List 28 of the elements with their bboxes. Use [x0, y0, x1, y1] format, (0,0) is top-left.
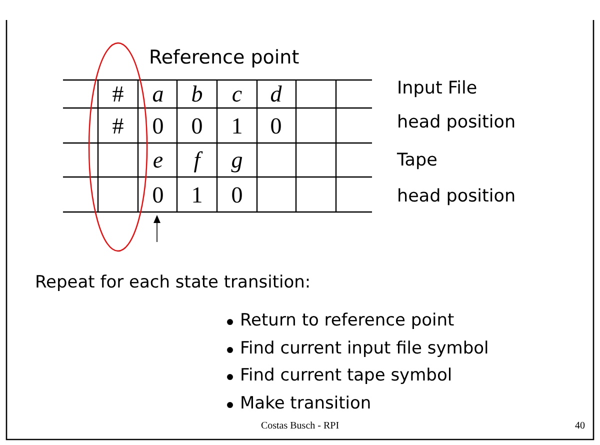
- row-label: head position: [397, 187, 516, 207]
- tape-cell-symbol: 1: [230, 113, 244, 139]
- footer-text: Costas Busch - RPI: [260, 420, 340, 432]
- page-number: 40: [575, 420, 585, 432]
- step-text: Return to reference point: [240, 312, 454, 330]
- tape-cell-symbol: #: [111, 113, 125, 139]
- tape-cell-symbol: f: [179, 147, 215, 173]
- tape-cell-symbol: e: [152, 147, 164, 173]
- instruction-text: Repeat for each state transition:: [35, 274, 311, 292]
- step-text: Find current tape symbol: [240, 366, 452, 386]
- tape-cell-symbol: 1: [190, 182, 204, 208]
- tape-cell-symbol: 0: [230, 182, 244, 208]
- tape-cell-symbol: 0: [269, 113, 283, 139]
- tape-cell-symbol: c: [230, 81, 244, 107]
- tape-cell-symbol: #: [111, 81, 125, 107]
- tape-cell-symbol: 0: [151, 113, 165, 139]
- tape-cell-symbol: 0: [151, 182, 165, 208]
- row-label: head position: [397, 113, 516, 133]
- row-label: Tape: [397, 151, 438, 171]
- tape-cell-symbol: g: [230, 147, 244, 173]
- step-text: Make transition: [240, 394, 372, 413]
- annotation-label: Reference point: [149, 48, 300, 68]
- tape-cell-symbol: 0: [190, 113, 204, 139]
- tape-cell-symbol: b: [190, 81, 204, 107]
- tape-cell-symbol: d: [269, 81, 283, 107]
- step-text: Find current input file symbol: [240, 339, 489, 358]
- row-label: Input File: [397, 79, 478, 99]
- tape-cell-symbol: a: [151, 81, 165, 107]
